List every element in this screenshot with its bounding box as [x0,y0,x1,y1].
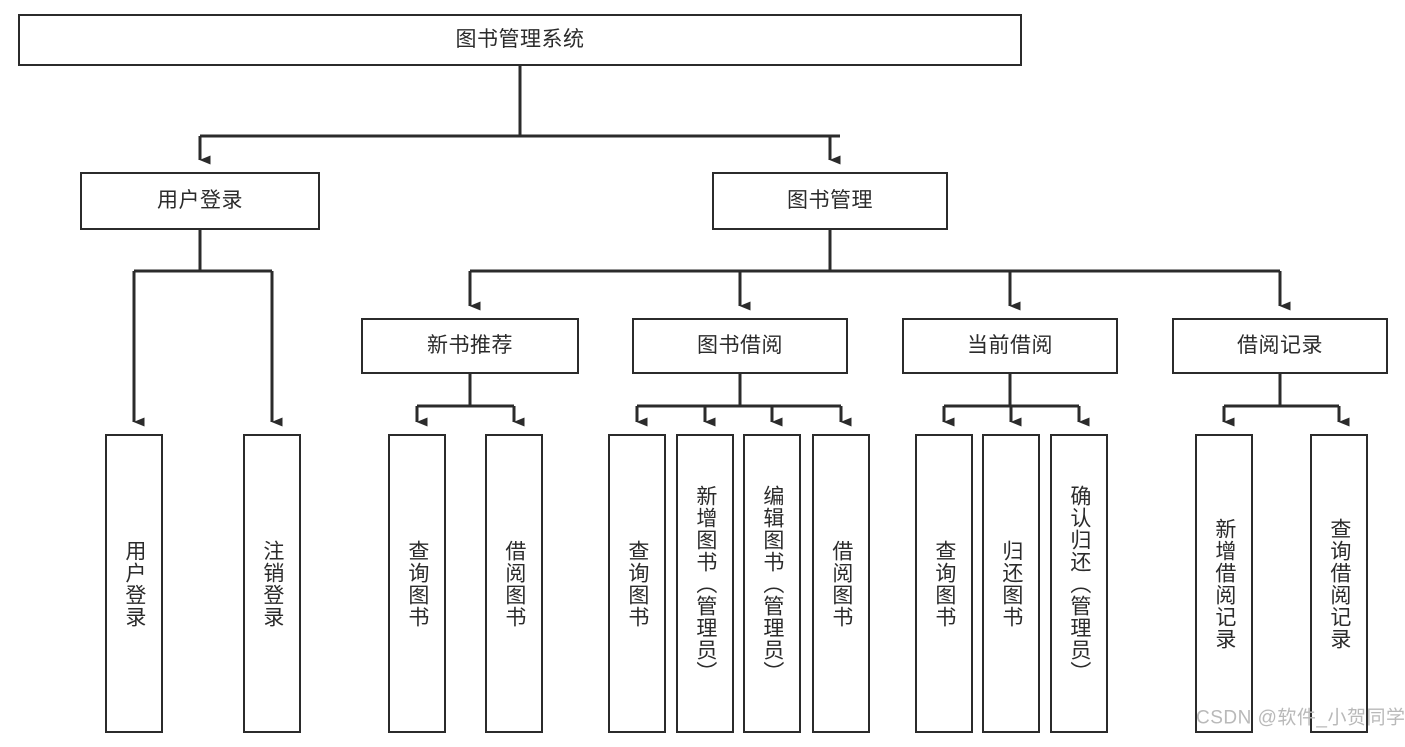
node-leaf-edit-book-label: 编辑图书（管理员） [760,484,784,683]
node-leaf-query-book-3-label: 查询图书 [932,539,956,628]
node-user-login[interactable]: 用户登录 [80,172,320,230]
node-book-manage-label: 图书管理 [787,189,873,213]
node-leaf-query-book-3[interactable]: 查询图书 [915,434,973,733]
node-leaf-user-logout[interactable]: 注销登录 [243,434,301,733]
node-leaf-query-book-2-label: 查询图书 [625,539,649,628]
node-leaf-user-logout-label: 注销登录 [260,539,284,628]
node-leaf-return-book[interactable]: 归还图书 [982,434,1040,733]
node-leaf-query-book-1[interactable]: 查询图书 [388,434,446,733]
node-user-login-label: 用户登录 [157,189,243,213]
node-leaf-add-book-label: 新增图书（管理员） [693,484,717,683]
node-root-label: 图书管理系统 [455,28,585,52]
node-new-book-recommend-label: 新书推荐 [427,334,513,358]
node-root[interactable]: 图书管理系统 [18,14,1022,66]
node-leaf-user-login-label: 用户登录 [122,539,146,628]
node-leaf-add-record[interactable]: 新增借阅记录 [1195,434,1253,733]
node-leaf-query-book-1-label: 查询图书 [405,539,429,628]
node-leaf-return-book-label: 归还图书 [999,539,1023,628]
node-borrow-record-label: 借阅记录 [1237,334,1323,358]
node-leaf-query-record-label: 查询借阅记录 [1327,517,1351,650]
node-borrow-record[interactable]: 借阅记录 [1172,318,1388,374]
watermark-text: CSDN @软件_小贺同学 [1196,707,1405,729]
node-leaf-user-login[interactable]: 用户登录 [105,434,163,733]
node-leaf-query-book-2[interactable]: 查询图书 [608,434,666,733]
node-leaf-borrow-book-2[interactable]: 借阅图书 [812,434,870,733]
node-leaf-add-book[interactable]: 新增图书（管理员） [676,434,734,733]
node-new-book-recommend[interactable]: 新书推荐 [361,318,579,374]
node-book-borrow-label: 图书借阅 [697,334,783,358]
node-leaf-borrow-book-2-label: 借阅图书 [829,539,853,628]
node-leaf-query-record[interactable]: 查询借阅记录 [1310,434,1368,733]
node-leaf-add-record-label: 新增借阅记录 [1212,517,1236,650]
node-current-borrow[interactable]: 当前借阅 [902,318,1118,374]
node-book-manage[interactable]: 图书管理 [712,172,948,230]
node-leaf-confirm-return-label: 确认归还（管理员） [1067,484,1091,683]
node-leaf-borrow-book-1[interactable]: 借阅图书 [485,434,543,733]
node-leaf-edit-book[interactable]: 编辑图书（管理员） [743,434,801,733]
node-leaf-borrow-book-1-label: 借阅图书 [502,539,526,628]
node-book-borrow[interactable]: 图书借阅 [632,318,848,374]
node-current-borrow-label: 当前借阅 [967,334,1053,358]
node-leaf-confirm-return[interactable]: 确认归还（管理员） [1050,434,1108,733]
